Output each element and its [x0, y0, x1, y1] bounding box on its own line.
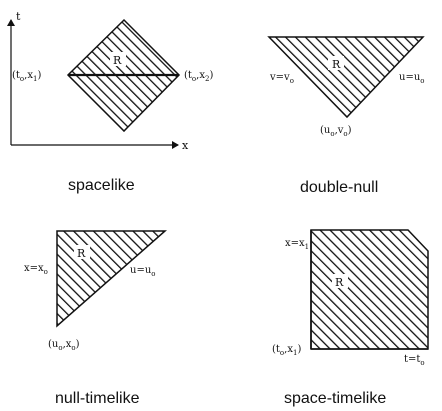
right-point-label: (to,x2) — [184, 70, 213, 83]
region-wedge — [267, 36, 425, 119]
region-quadrant — [310, 229, 429, 350]
panel-null-timelike: R x=xo u=uo (uo,xo) null-timelike — [24, 230, 167, 407]
region-label: R — [332, 58, 341, 71]
caption-spacelike: spacelike — [68, 177, 135, 194]
t-axis-label: t — [16, 10, 21, 23]
region-triangle — [56, 230, 167, 328]
corner-label: (to,x1) — [272, 344, 301, 357]
top-boundary-label: x=x1 — [285, 238, 309, 251]
region-label: R — [113, 54, 122, 67]
region-label-bg — [74, 245, 90, 259]
region-label: R — [77, 247, 86, 260]
left-null-label: v=vo — [269, 72, 294, 85]
right-null-label: u=uo — [399, 72, 424, 85]
bottom-boundary-label: t=to — [404, 354, 425, 367]
vertex-label: (uo,vo) — [320, 125, 352, 138]
panel-double-null: R v=vo u=uo (uo,vo) double-null — [267, 36, 425, 196]
panel-space-timelike: R x=x1 (to,x1) t=to space-timelike — [272, 229, 429, 407]
x-axis-label: x — [182, 139, 189, 152]
region-label-bg — [328, 56, 344, 70]
region-label-bg — [110, 52, 126, 66]
region-label-bg — [332, 274, 348, 288]
caption-double-null: double-null — [300, 179, 378, 196]
vertex-label: (uo,xo) — [48, 339, 80, 352]
null-boundary-label: u=uo — [130, 265, 155, 278]
panel-spacelike: t x R (to,x1) (to,x2) spacelike — [7, 10, 213, 194]
caption-space-timelike: space-timelike — [284, 390, 386, 407]
left-point-label: (to,x1) — [12, 70, 41, 83]
timelike-boundary-label: x=xo — [24, 263, 48, 276]
region-label: R — [335, 276, 344, 289]
caption-null-timelike: null-timelike — [55, 390, 140, 407]
